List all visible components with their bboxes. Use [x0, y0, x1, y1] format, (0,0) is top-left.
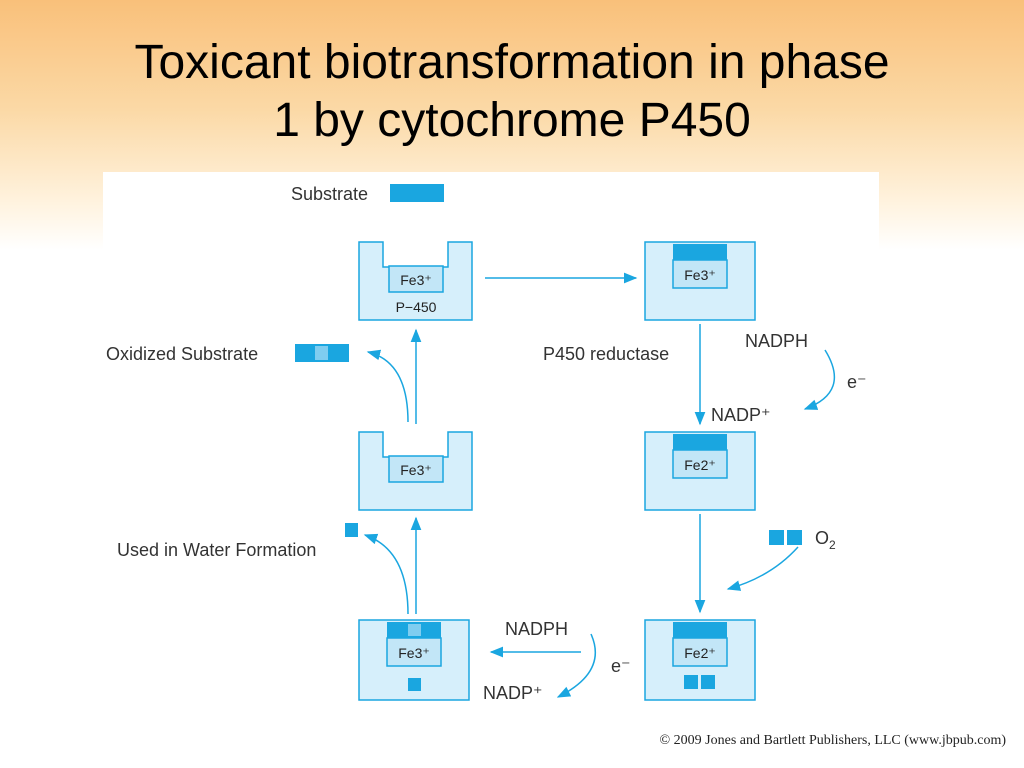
nadph-label-2: NADPH: [505, 619, 568, 639]
cycle-diagram: Substrate Fe3⁺ P−450 Fe3⁺ Fe2⁺: [106, 184, 867, 703]
arrow-oxidized-substrate-out: [366, 349, 409, 423]
o2-atom: [769, 530, 784, 545]
slide-title: Toxicant biotransformation in phase 1 by…: [0, 34, 1024, 150]
bound-substrate: [673, 622, 727, 638]
bound-substrate: [673, 244, 727, 260]
enzyme-state-2: Fe3⁺: [644, 241, 756, 321]
nadp-label-2: NADP⁺: [483, 683, 543, 703]
nadph-label-1: NADPH: [745, 331, 808, 351]
p450-label: P−450: [396, 299, 437, 315]
arrow-nadph-electron-1: [803, 349, 836, 410]
fe-label-5: Fe3⁺: [398, 645, 430, 661]
enzyme-state-5: Fe3⁺: [358, 619, 470, 701]
enzyme-state-4: Fe2⁺: [644, 619, 756, 701]
title-line-1: Toxicant biotransformation in phase: [134, 36, 890, 89]
p450-reductase-label: P450 reductase: [543, 344, 669, 364]
oxygen-atom: [701, 675, 715, 689]
arrow-nadph-electron-2: [556, 633, 596, 698]
bound-substrate: [673, 434, 727, 450]
fe-label-2: Fe3⁺: [684, 267, 716, 283]
oxygen-atom: [408, 678, 421, 691]
fe-label-1: Fe3⁺: [400, 272, 432, 288]
substrate-legend-label: Substrate: [291, 184, 368, 204]
oxidized-substrate-oxygen: [315, 346, 328, 360]
water-oxygen-atom: [345, 523, 358, 537]
fe-label-6: Fe3⁺: [400, 462, 432, 478]
electron-label-1: e⁻: [847, 372, 867, 392]
oxidized-substrate-label: Oxidized Substrate: [106, 344, 258, 364]
oxygen-atom: [408, 624, 421, 636]
oxygen-atom: [684, 675, 698, 689]
enzyme-state-3: Fe2⁺: [644, 431, 756, 511]
substrate-legend-swatch: [390, 184, 444, 202]
o2-label: O2: [815, 528, 836, 552]
arrow-oxygen-in: [726, 546, 799, 591]
diagram-panel: Substrate Fe3⁺ P−450 Fe3⁺ Fe2⁺: [103, 172, 879, 712]
water-formation-label: Used in Water Formation: [117, 540, 316, 560]
arrow-water-out: [363, 533, 409, 615]
o2-atom: [787, 530, 802, 545]
enzyme-state-1: Fe3⁺ P−450: [358, 241, 473, 321]
enzyme-state-6: Fe3⁺: [358, 431, 473, 511]
copyright-notice: © 2009 Jones and Bartlett Publishers, LL…: [659, 733, 1006, 748]
fe-label-4: Fe2⁺: [684, 645, 716, 661]
title-line-2: 1 by cytochrome P450: [273, 94, 751, 147]
electron-label-2: e⁻: [611, 656, 631, 676]
fe-label-3: Fe2⁺: [684, 457, 716, 473]
nadp-label-1: NADP⁺: [711, 405, 771, 425]
